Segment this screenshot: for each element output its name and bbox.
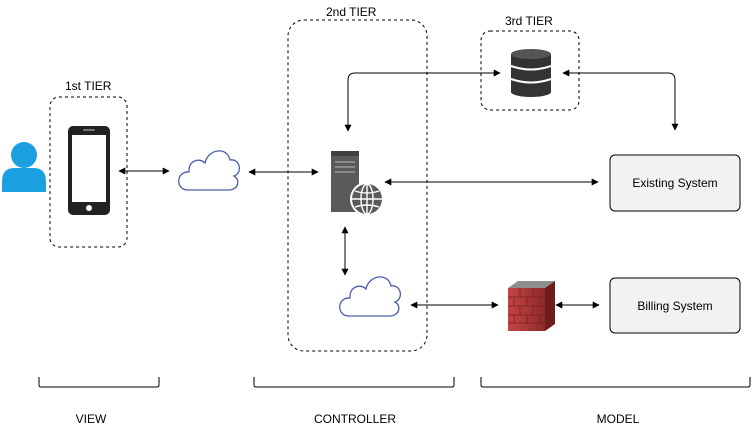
billing-system-box <box>609 277 741 334</box>
database-icon <box>510 49 552 97</box>
tier3-label: 3rd TIER <box>505 14 553 28</box>
view-bracket <box>38 377 160 388</box>
connector-database-server <box>344 69 501 132</box>
model-bracket <box>480 377 751 388</box>
server-globe-icon <box>331 151 384 216</box>
user-icon <box>2 142 46 192</box>
billing-system-label: Billing System <box>637 298 713 313</box>
cloud-icon <box>339 276 401 317</box>
mobile-phone-icon <box>68 126 110 215</box>
view-section-label: VIEW <box>75 412 107 426</box>
cloud-icon <box>178 150 240 191</box>
tier1-label: 1st TIER <box>65 79 112 93</box>
connector-database-existing <box>562 69 679 131</box>
existing-system-box <box>609 154 741 212</box>
tier2-label: 2nd TIER <box>326 5 377 19</box>
controller-section-label: CONTROLLER <box>313 412 396 426</box>
controller-bracket <box>253 377 455 388</box>
model-section-label: MODEL <box>596 412 640 426</box>
firewall-icon <box>508 281 555 331</box>
existing-system-label: Existing System <box>632 176 718 190</box>
